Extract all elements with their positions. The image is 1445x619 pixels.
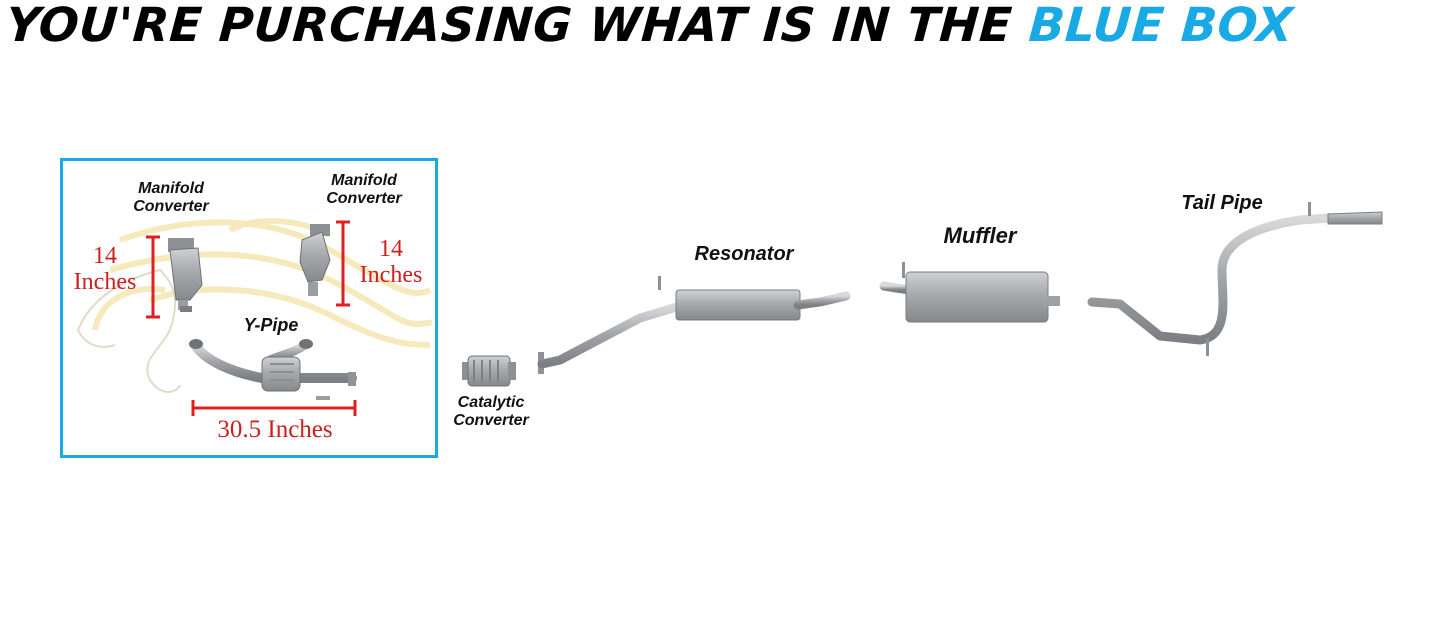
dimension-lines xyxy=(146,220,357,416)
right-height-dimension: 14 Inches xyxy=(344,236,438,289)
ypipe-length-dimension: 30.5 Inches xyxy=(217,416,333,443)
catalytic-line2: Converter xyxy=(453,411,529,429)
ypipe-part xyxy=(189,339,357,400)
manifold-converter-left-part xyxy=(168,238,203,312)
manifold-left-line2: Converter xyxy=(133,197,209,215)
resonator-label: Resonator xyxy=(694,243,794,265)
right-height-unit: Inches xyxy=(359,262,423,289)
manifold-converter-right-part xyxy=(299,224,331,296)
left-height-unit: Inches xyxy=(73,269,137,296)
manifold-converter-right-label: Manifold Converter xyxy=(305,172,423,207)
left-height-dimension: 14 Inches xyxy=(60,243,150,296)
purchased-parts-box xyxy=(60,158,438,458)
manifold-right-line1: Manifold xyxy=(331,172,397,189)
left-height-value: 14 xyxy=(93,243,117,269)
muffler-label: Muffler xyxy=(943,223,1017,248)
watermark-horse-outline xyxy=(77,268,181,393)
catalytic-converter-part xyxy=(462,355,516,387)
manifold-converter-left-label: Manifold Converter xyxy=(112,180,230,215)
right-height-value: 14 xyxy=(379,236,403,262)
manifold-left-line1: Manifold xyxy=(138,180,204,197)
ypipe-label: Y-Pipe xyxy=(243,315,299,335)
tail-pipe-label: Tail Pipe xyxy=(1181,192,1263,214)
muffler-part xyxy=(879,262,1060,323)
resonator-part xyxy=(537,276,851,374)
catalytic-line1: Catalytic xyxy=(457,394,525,411)
manifold-right-line2: Converter xyxy=(326,189,402,207)
tail-pipe-part xyxy=(1087,202,1383,356)
catalytic-converter-label: Catalytic Converter xyxy=(436,394,546,429)
